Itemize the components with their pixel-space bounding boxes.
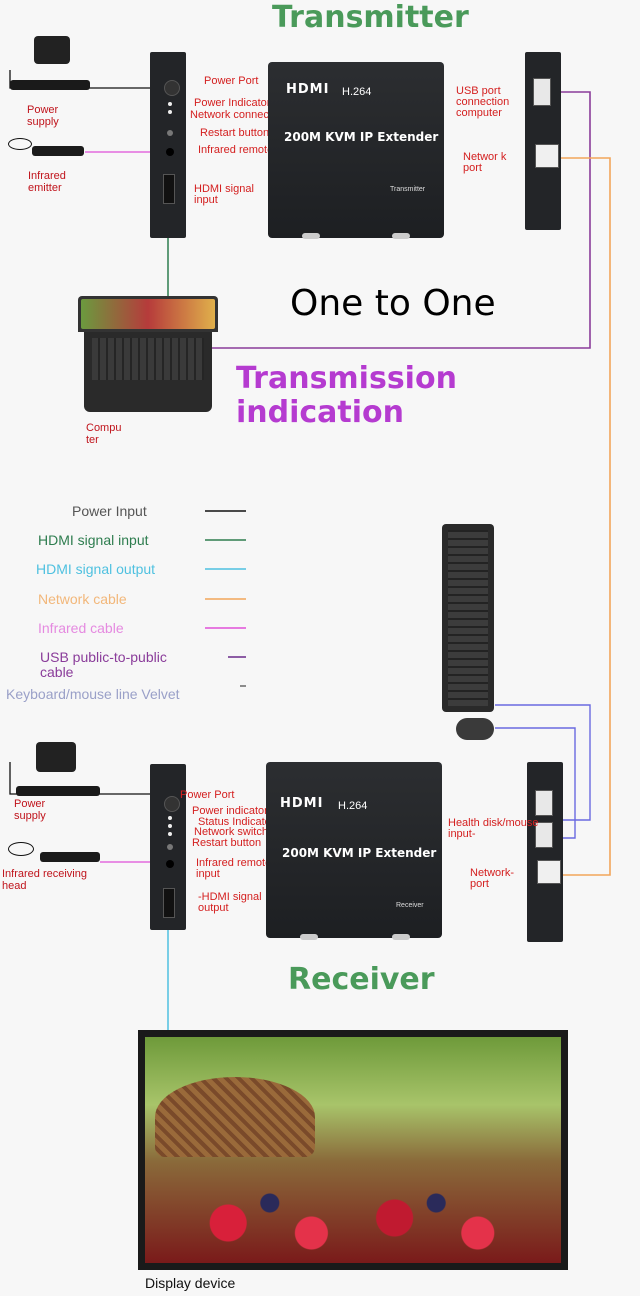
usb-cable-top (212, 91, 591, 349)
tx-hdmi-logo: HDMI (286, 82, 330, 97)
infrared-emitter-device (32, 146, 84, 156)
rx-label-health-disk: Health disk/mouse input- (448, 817, 539, 840)
tx-label-usb: USB port connection computer (456, 85, 510, 119)
computer-label: Compu ter (86, 422, 122, 446)
legend-infrared-cable: Infrared cable (38, 620, 124, 636)
rx-label-power-indicator: Power indicator light (192, 805, 292, 817)
legend-network-cable: Network cable (38, 591, 127, 607)
infrared-receiving-label: Infrared receiving head (2, 868, 87, 892)
rx-power-led (168, 816, 172, 820)
legend-keyboard-mouse: Keyboard/mouse line Velvet (6, 686, 180, 702)
laptop-keyboard (84, 332, 212, 412)
mouse (456, 718, 494, 740)
power-adapter-top (10, 36, 90, 90)
tx-sub-label: Transmitter (390, 186, 426, 193)
rx-hdmi-port (163, 888, 175, 918)
rx-power-port (164, 796, 180, 812)
transmitter-left-panel (150, 52, 186, 238)
tx-network-led (168, 110, 172, 114)
power-adapter-bottom (36, 742, 76, 772)
tx-restart-button[interactable] (167, 130, 173, 136)
power-cable-bottom (9, 762, 160, 795)
tx-label-network: Networ k port (463, 151, 507, 174)
legend-hdmi-input: HDMI signal input (38, 532, 149, 548)
infrared-emitter-label: Infrared emitter (28, 170, 66, 194)
keyboard (442, 524, 494, 712)
legend-power-input: Power Input (72, 503, 147, 519)
rx-label-power-port: Power Port (180, 789, 235, 801)
tx-codec: H.264 (342, 86, 372, 98)
laptop-screen (78, 296, 218, 332)
rx-label-infrared: Infrared remote control input (196, 857, 308, 880)
transmitter-device: HDMI H.264 200M KVM IP Extender Transmit… (268, 62, 444, 238)
tx-network-port (535, 144, 559, 168)
tx-usb-port (533, 78, 551, 106)
rx-sub-label: Receiver (396, 902, 424, 909)
rx-label-hdmi-output: -HDMI signal output (198, 891, 262, 914)
transmitter-title: Transmitter (272, 0, 469, 35)
display-device-label: Display device (145, 1275, 236, 1291)
power-supply-top-label: Power supply (27, 104, 59, 128)
rx-codec: H.264 (338, 800, 368, 812)
transmission-title: Transmission indication (236, 361, 457, 430)
rx-label-status: Status Indicator (198, 816, 275, 828)
network-cable (555, 157, 611, 876)
transmitter-right-panel (525, 52, 561, 230)
tx-hdmi-port (163, 174, 175, 204)
rx-network-port (537, 860, 561, 884)
receiver-title: Receiver (288, 962, 435, 997)
rx-usb-port-1 (535, 790, 553, 816)
rx-network-led (168, 832, 172, 836)
tx-power-port (164, 80, 180, 96)
receiver-device: HDMI H.264 200M KVM IP Extender Receiver (266, 762, 442, 938)
tx-label-power-indicator: Power Indicator light (194, 97, 294, 109)
infrared-receiving-device (40, 852, 100, 862)
legend-usb-cable: USB public-to-public cable (40, 649, 167, 680)
legend-hdmi-output: HDMI signal output (36, 561, 156, 577)
display-device (138, 1030, 568, 1270)
tx-label-hdmi-input: HDMI signal input (194, 183, 254, 206)
rx-label-restart: Restart button (192, 837, 262, 849)
rx-usb-port-2 (535, 822, 553, 848)
computer-laptop (78, 296, 218, 416)
tx-label-restart: Restart button (200, 127, 270, 139)
tx-power-led (168, 102, 172, 106)
mouse-cable (495, 727, 576, 839)
rx-label-network-switch: Network switch indicator (194, 826, 313, 838)
keyboard-cable (495, 704, 591, 821)
rx-restart-button[interactable] (167, 844, 173, 850)
tx-label-power-port: Power Port (204, 75, 259, 87)
tx-model: 200M KVM IP Extender (284, 130, 439, 144)
power-supply-bottom-label: Power supply (14, 798, 46, 822)
rx-status-led (168, 824, 172, 828)
tx-infrared-port (166, 148, 174, 156)
rx-label-network: Network- port (470, 867, 515, 890)
rx-model: 200M KVM IP Extender (282, 846, 437, 860)
receiver-right-panel (527, 762, 563, 942)
rx-infrared-port (166, 860, 174, 868)
receiver-left-panel (150, 764, 186, 930)
display-screen (145, 1037, 561, 1263)
rx-hdmi-logo: HDMI (280, 796, 324, 811)
one-to-one-title: One to One (290, 283, 496, 324)
